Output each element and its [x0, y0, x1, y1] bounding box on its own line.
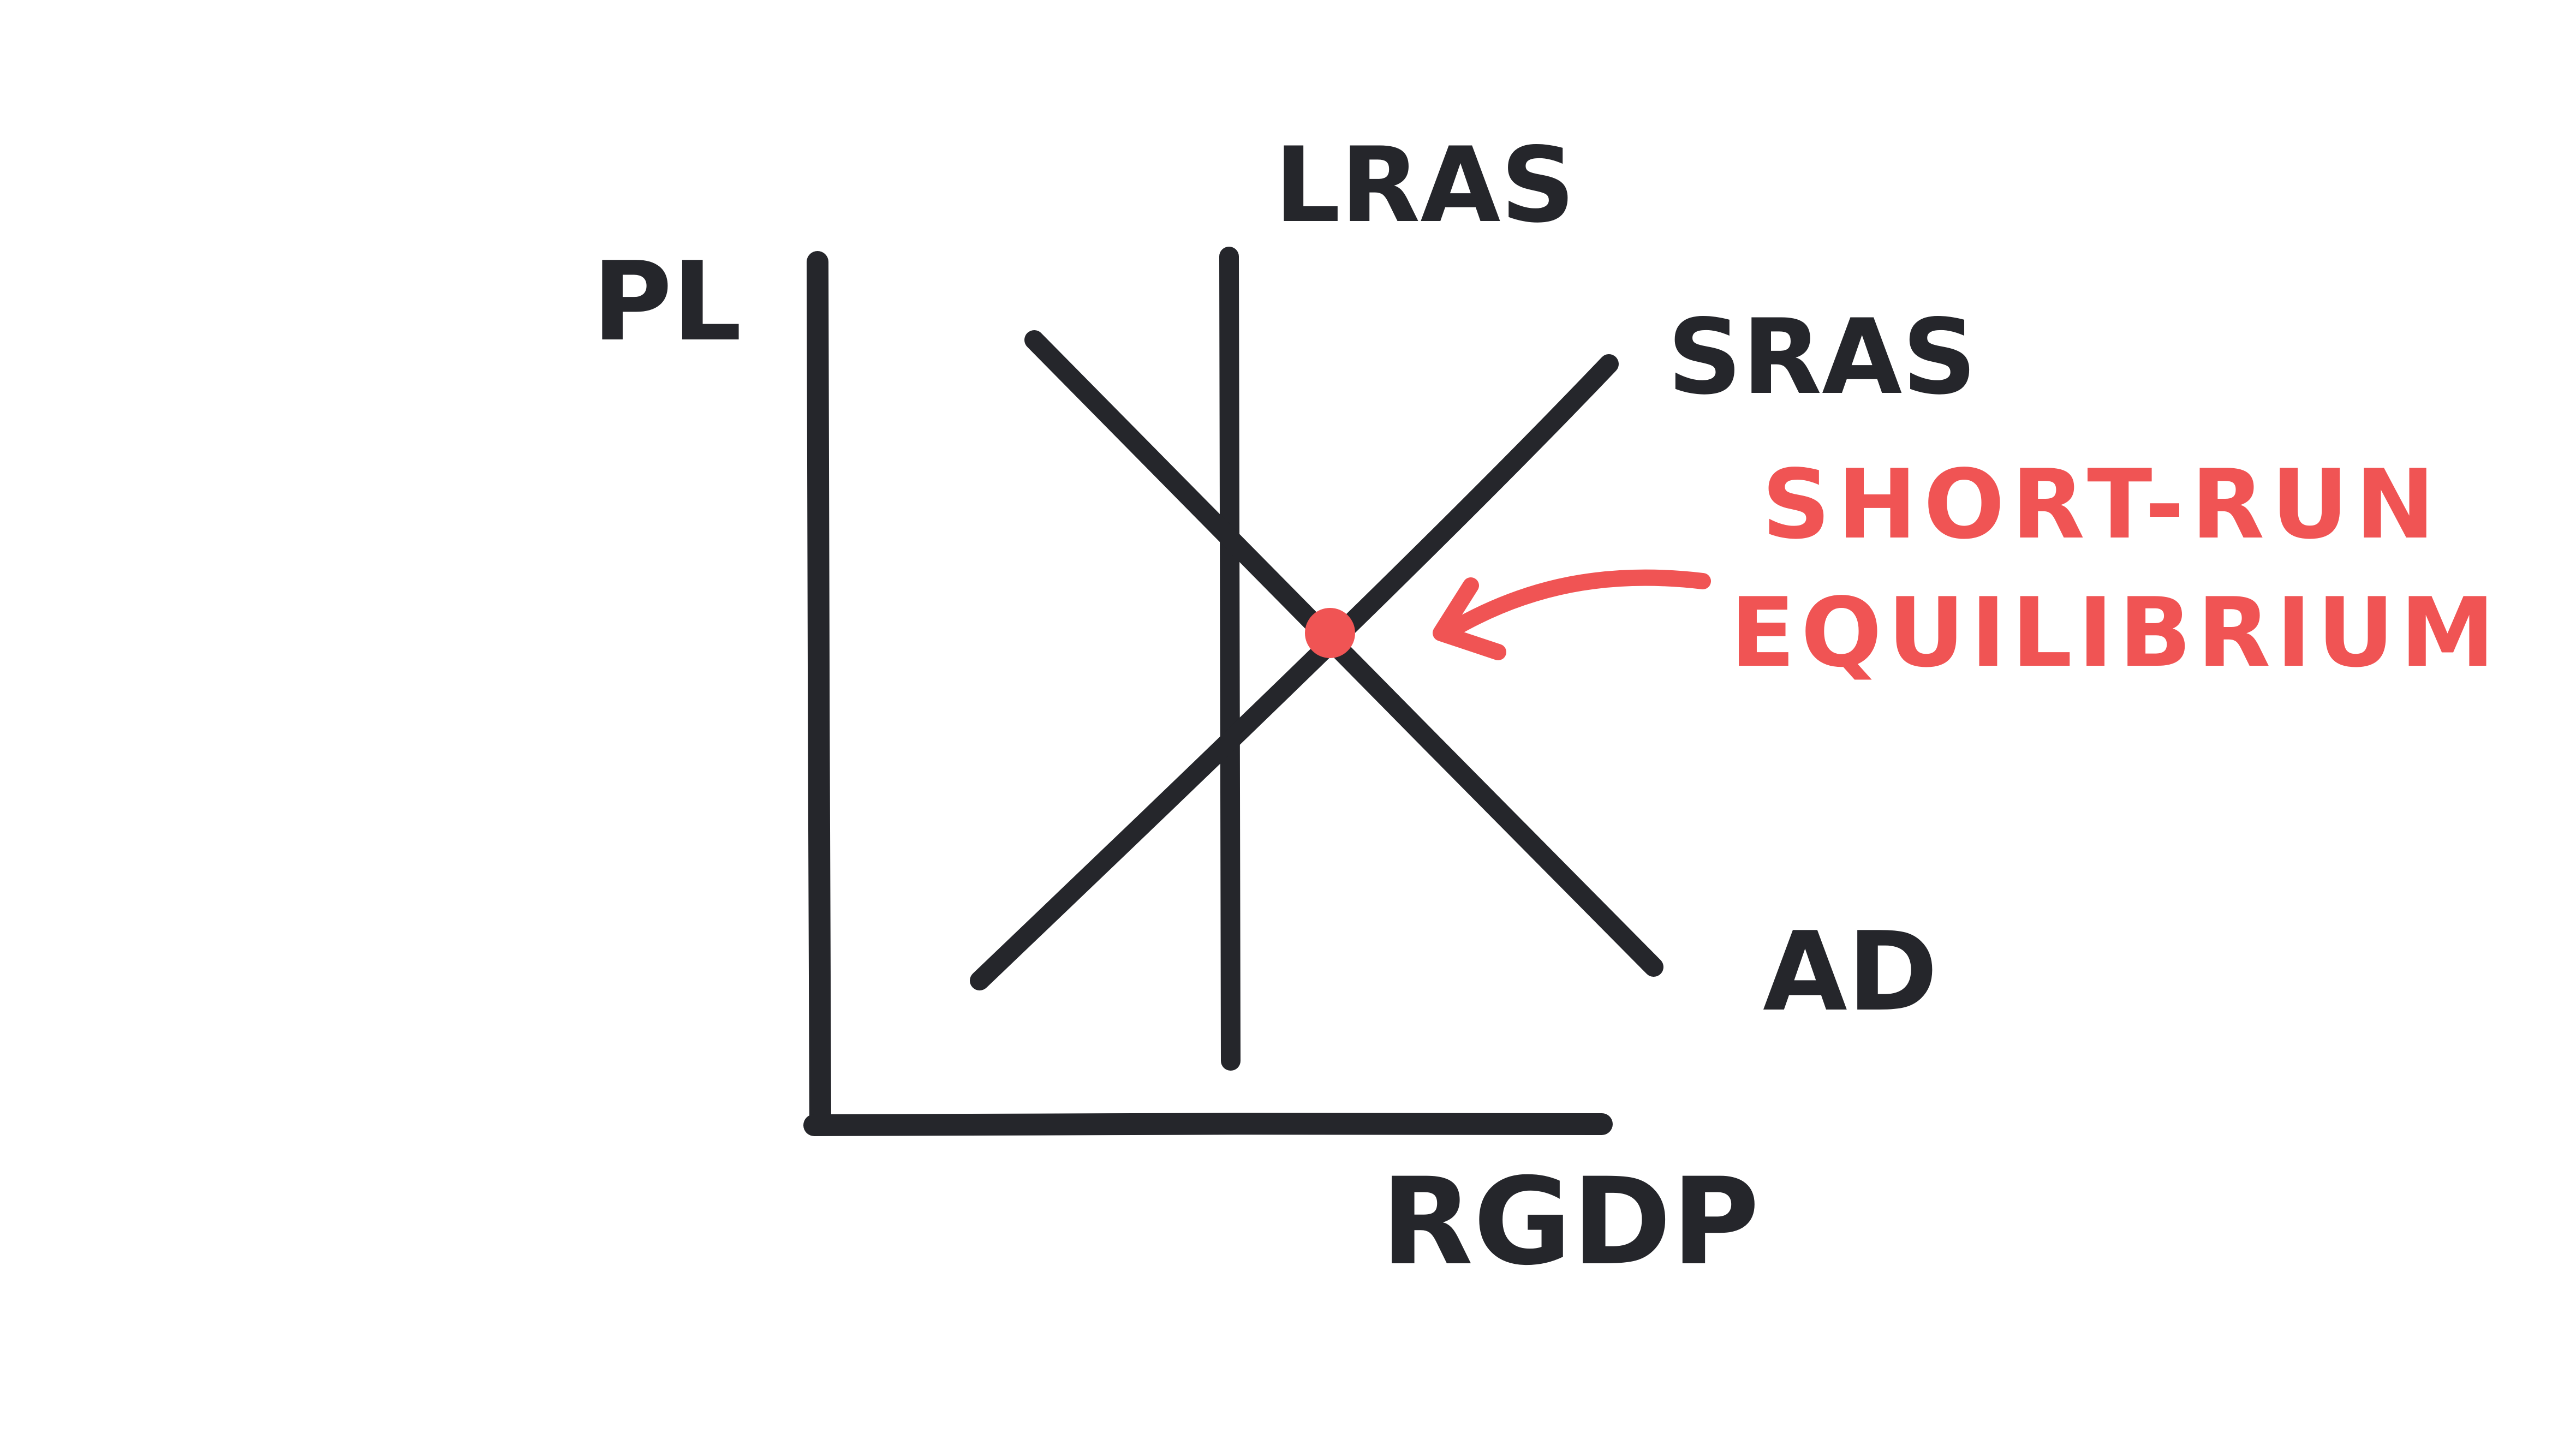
sras-curve — [970, 354, 1619, 990]
sras-label: SRAS — [1667, 297, 1977, 417]
annotation-arrow — [1433, 569, 1711, 660]
annotation-line-1: SHORT-RUN — [1762, 450, 2442, 560]
lras-label: LRAS — [1274, 125, 1575, 246]
x-axis-label: RGDP — [1381, 1152, 1760, 1292]
annotation-line-2: EQUILIBRIUM — [1730, 578, 2501, 689]
labels: PL RGDP LRAS SRAS AD SHORT-RUN EQUILIBRI… — [592, 125, 2501, 1292]
equilibrium-point — [1305, 608, 1355, 658]
lras-curve — [1219, 247, 1241, 1071]
y-axis-label: PL — [592, 238, 742, 366]
y-axis — [807, 251, 831, 1135]
arrow-shaft — [1438, 569, 1711, 641]
ad-label: AD — [1763, 909, 1938, 1036]
x-axis — [803, 1113, 1613, 1136]
axes — [803, 251, 1613, 1136]
arrow-head — [1433, 577, 1506, 660]
curves — [970, 247, 1663, 1071]
